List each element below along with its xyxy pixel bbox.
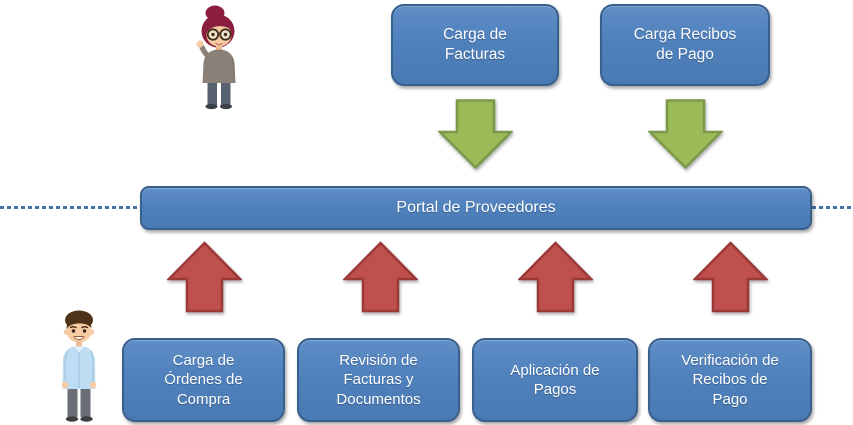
node-label: Aplicación de Pagos: [510, 361, 600, 399]
node-carga-recibos-de-pago: Carga Recibos de Pago: [600, 4, 770, 86]
portal-bar: Portal de Proveedores: [140, 186, 812, 230]
up-arrow-icon: [693, 241, 768, 313]
node-carga-de-facturas: Carga de Facturas: [391, 4, 559, 86]
man-standing-icon: [50, 308, 106, 425]
dotted-line-left: [0, 206, 140, 209]
woman-waving-icon: [190, 3, 246, 111]
up-arrow-icon: [518, 241, 593, 313]
node-label: Verificación de Recibos de Pago: [681, 351, 779, 408]
node-label: Carga Recibos de Pago: [633, 25, 737, 63]
node-carga-de-ordenes-de-compra: Carga de Órdenes de Compra: [122, 338, 285, 422]
node-label: Carga de Facturas: [443, 25, 507, 63]
dotted-line-right: [812, 206, 853, 209]
down-arrow-icon: [648, 99, 723, 169]
node-verificacion-de-recibos-de-pago: Verificación de Recibos de Pago: [648, 338, 812, 422]
down-arrow-icon: [438, 99, 513, 169]
node-aplicacion-de-pagos: Aplicación de Pagos: [472, 338, 638, 422]
person-woman-image: [190, 3, 246, 116]
up-arrow-icon: [167, 241, 242, 313]
person-man-image: [50, 308, 106, 425]
node-label: Revisión de Facturas y Documentos: [336, 351, 421, 408]
up-arrow-icon: [343, 241, 418, 313]
node-revision-de-facturas-y-documentos: Revisión de Facturas y Documentos: [297, 338, 460, 422]
node-label: Carga de Órdenes de Compra: [164, 351, 243, 408]
portal-bar-label: Portal de Proveedores: [396, 198, 556, 216]
